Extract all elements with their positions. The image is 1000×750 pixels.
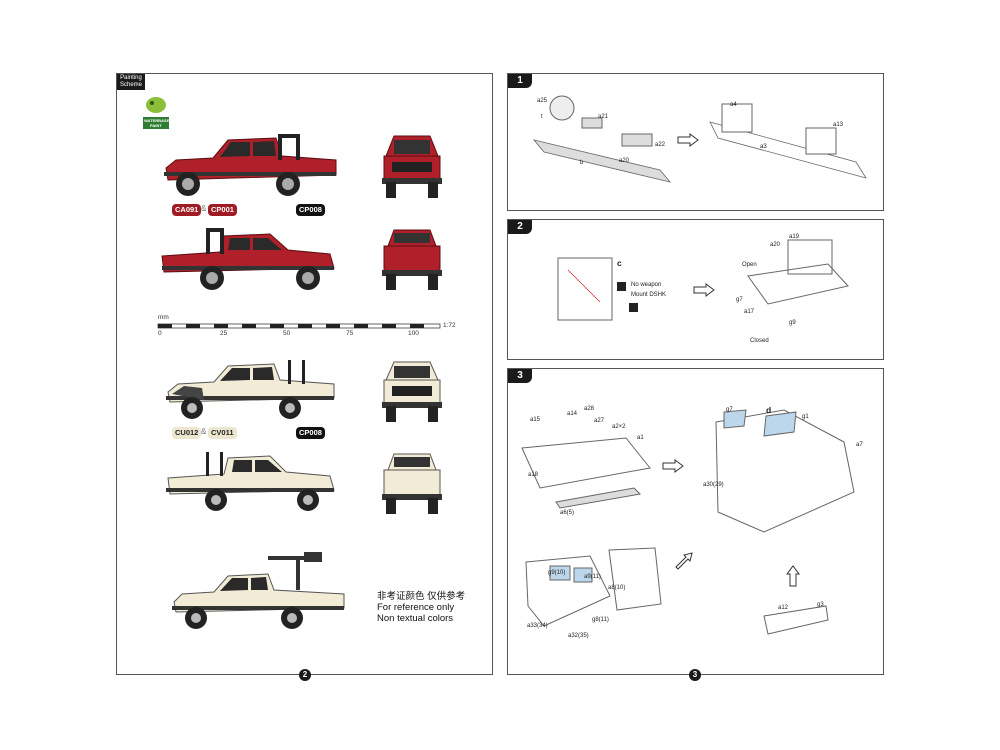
step3-label-g3: g3	[817, 602, 824, 608]
step2-label-closed: Closed	[750, 338, 769, 344]
cream-color-code-2: CV011	[208, 427, 237, 439]
step3-label-g9: g9(10)	[548, 570, 566, 576]
logo-text-2: PAINT	[150, 123, 162, 128]
step2-label-g9: g9	[789, 320, 796, 326]
step3-arrow-diag-icon	[675, 552, 693, 570]
note-line-2: Non textual colors	[377, 613, 454, 624]
step2-label-c: c	[617, 258, 622, 268]
cream-truck-dshk	[172, 552, 345, 629]
scale-ratio: 1:72	[443, 322, 456, 329]
step1-label-a20: a20	[619, 158, 630, 164]
step3-label-g7: g7	[726, 407, 733, 413]
frog-logo-icon	[143, 97, 169, 129]
step3-label-a33: a33(34)	[527, 623, 548, 629]
step3-label-g1: g1	[802, 414, 809, 420]
step2-assembled-bed	[747, 239, 849, 305]
scale-tick-50: 50	[283, 330, 291, 337]
scale-tick-100: 100	[408, 330, 419, 337]
step1-label-a4: a4	[730, 102, 737, 108]
step3-label-a2x2: a2×2	[612, 424, 626, 430]
cream-black-code: CP008	[296, 427, 325, 439]
step-3-panel: 3	[507, 368, 884, 675]
red-truck-front	[382, 135, 442, 198]
step3-label-a18: a18	[528, 472, 539, 478]
step3-label-a8: a8(10)	[608, 585, 626, 591]
scale-tick-75: 75	[346, 330, 354, 337]
right-page-number: 3	[689, 669, 701, 681]
step-1-number: 1	[508, 74, 532, 88]
step2-arrow-icon	[693, 283, 715, 297]
step2-bed-floor	[557, 257, 613, 321]
step-3-number: 3	[508, 369, 532, 383]
step3-label-a12: a12	[778, 605, 789, 611]
step1-label-a13: a13	[833, 122, 844, 128]
tag-line-2: Scheme	[119, 82, 142, 88]
scale-tick-0: 0	[158, 330, 162, 337]
step1-label-a3: a3	[760, 144, 767, 150]
step3-doors	[608, 547, 662, 611]
step2-option-icon-2	[629, 303, 638, 312]
step3-label-g8: g8(11)	[592, 617, 609, 623]
step3-label-a28: a28	[584, 406, 595, 412]
cream-ampersand: &	[201, 427, 207, 436]
red-black-code: CP008	[296, 204, 325, 216]
step1-label-a25: a25	[537, 98, 548, 104]
cream-truck-left-side	[166, 360, 335, 419]
step3-rear-parts	[763, 605, 829, 635]
red-color-code-1: CA091	[172, 204, 202, 216]
step1-label-a21: a21	[598, 114, 609, 120]
step2-label-g7: g7	[736, 297, 743, 303]
step2-label-a19: a19	[789, 234, 800, 240]
red-truck-right-side	[161, 228, 335, 290]
step1-label-b: b	[580, 160, 584, 166]
left-page-number: 2	[299, 669, 311, 681]
step2-option-icon-1	[617, 282, 626, 291]
step3-interior-tub	[521, 437, 651, 509]
cream-truck-front	[382, 361, 442, 422]
step3-label-a32: a32(35)	[568, 633, 589, 639]
step-2-number: 2	[508, 220, 532, 234]
step3-label-a15: a15	[530, 417, 541, 423]
cream-color-code-1: CU012	[172, 427, 202, 439]
red-truck-left-side	[164, 134, 337, 196]
step1-label-t: t	[541, 114, 543, 120]
step1-chassis-parts	[532, 95, 672, 183]
cream-truck-right-side	[166, 452, 335, 511]
step3-label-a9: a9(11)	[584, 574, 601, 580]
step2-label-a17: a17	[744, 309, 755, 315]
scale-ruler	[157, 323, 441, 329]
reference-note: 非考证颜色 仅供参考 For reference only Non textua…	[377, 591, 465, 624]
step1-label-a22: a22	[655, 142, 666, 148]
step2-no-weapon: No weapon	[631, 282, 662, 288]
step3-cab-assembly	[715, 409, 855, 533]
scale-unit: mm	[158, 314, 169, 321]
red-truck-rear	[382, 229, 442, 290]
step3-label-a27: a27	[594, 418, 605, 424]
step1-arrow-icon	[677, 133, 699, 147]
step3-label-d: d	[766, 405, 772, 415]
note-line-1: For reference only	[377, 602, 455, 613]
step3-label-a14: a14	[567, 411, 578, 417]
step2-mount-dshk: Mount DSHK	[631, 292, 667, 298]
red-color-code-2: CP001	[208, 204, 237, 216]
paint-logo: WATERBASED PAINT	[142, 95, 173, 131]
note-chinese: 非考证颜色 仅供参考	[377, 591, 466, 602]
painting-scheme-tag: Painting Scheme	[117, 74, 145, 90]
cream-truck-rear	[382, 453, 442, 514]
scale-bar: mm 0 25 50 75 100 1:72	[156, 314, 456, 344]
step3-label-a30: a30(29)	[703, 482, 724, 488]
step3-label-a7: a7	[856, 442, 863, 448]
logo-text-1: WATERBASED	[144, 118, 173, 123]
step2-label-a20: a20	[770, 242, 781, 248]
tag-line-1: Painting	[120, 75, 142, 81]
step3-label-a1: a1	[637, 435, 644, 441]
scale-tick-25: 25	[220, 330, 228, 337]
step2-label-open: Open	[742, 262, 757, 268]
step1-assembled-chassis	[709, 103, 867, 179]
red-ampersand: &	[201, 204, 207, 213]
step3-arrow-right-icon	[662, 459, 684, 473]
step3-arrow-up-icon	[786, 565, 800, 587]
step3-cab-shell	[525, 555, 611, 627]
step3-label-a6: a6(5)	[560, 510, 575, 516]
